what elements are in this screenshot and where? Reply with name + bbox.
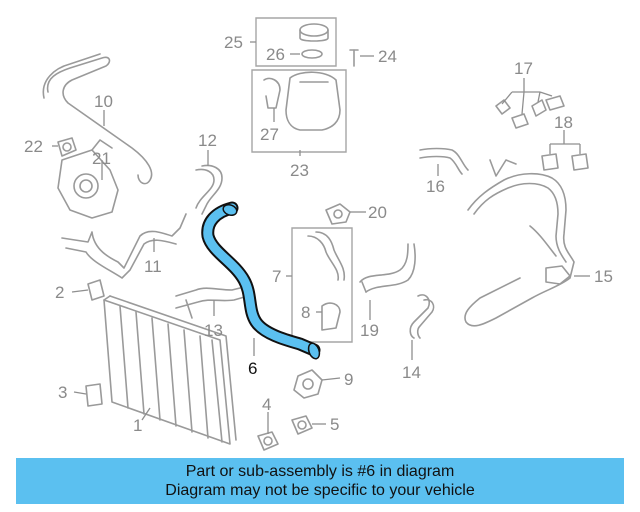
callout-19: 19 <box>360 321 379 340</box>
part-16-hose <box>419 147 469 175</box>
callout-17: 17 <box>514 59 533 78</box>
callout-12: 12 <box>198 131 217 150</box>
banner-line-2: Diagram may not be specific to your vehi… <box>165 482 475 499</box>
callout-9: 9 <box>344 370 353 389</box>
part-24-screw <box>349 49 359 67</box>
part-6-highlighted-hose[interactable] <box>201 201 322 360</box>
info-banner: Part or sub-assembly is #6 in diagram Di… <box>16 458 624 504</box>
part-12-hose <box>195 164 223 215</box>
part-15-hose-assembly <box>464 159 575 327</box>
callout-11: 11 <box>144 257 162 276</box>
part-25-cap-box <box>255 17 337 67</box>
part-4-fitting <box>257 431 279 451</box>
part-19-hose <box>359 243 416 293</box>
part-20-fitting <box>325 203 351 225</box>
callout-14: 14 <box>402 363 421 382</box>
part-5-fitting <box>291 415 313 435</box>
part-10-pipe <box>42 53 153 185</box>
callout-22: 22 <box>24 137 43 156</box>
callout-1: 1 <box>133 416 142 435</box>
callout-8: 8 <box>301 303 310 322</box>
part-13-hose <box>175 285 249 319</box>
callout-2: 2 <box>55 283 64 302</box>
part-3-bracket <box>85 383 103 407</box>
part-21-flange <box>57 139 119 219</box>
callout-6: 6 <box>248 359 257 378</box>
callout-25: 25 <box>224 33 243 52</box>
callout-labels: 1 2 3 4 5 6 7 8 9 10 11 12 13 14 15 16 1… <box>24 33 613 435</box>
callout-21: 21 <box>92 149 111 168</box>
callout-26: 26 <box>266 45 285 64</box>
callout-7: 7 <box>272 267 281 286</box>
part-18-clips <box>541 153 589 171</box>
part-14-hose <box>409 294 435 339</box>
callout-10: 10 <box>94 92 113 111</box>
callout-23: 23 <box>290 161 309 180</box>
banner-line-1: Part or sub-assembly is #6 in diagram <box>185 463 455 480</box>
part-11-hose <box>61 213 187 279</box>
part-9-fitting <box>293 369 323 399</box>
callout-16: 16 <box>426 177 445 196</box>
callout-24: 24 <box>378 47 397 66</box>
part-2-bracket <box>87 279 105 301</box>
part-22-sensor <box>57 137 77 157</box>
callout-15: 15 <box>594 267 613 286</box>
callout-3: 3 <box>58 383 67 402</box>
callout-20: 20 <box>368 203 387 222</box>
callout-27: 27 <box>260 125 279 144</box>
callout-13: 13 <box>204 321 223 340</box>
callout-4: 4 <box>262 395 271 414</box>
part-17-sensors <box>495 95 565 129</box>
part-7-group-box <box>291 227 353 343</box>
callout-18: 18 <box>554 113 573 132</box>
callout-5: 5 <box>330 415 339 434</box>
leader-lines <box>52 41 590 434</box>
part-23-group-box <box>251 69 347 153</box>
part-1-radiator <box>103 295 237 445</box>
